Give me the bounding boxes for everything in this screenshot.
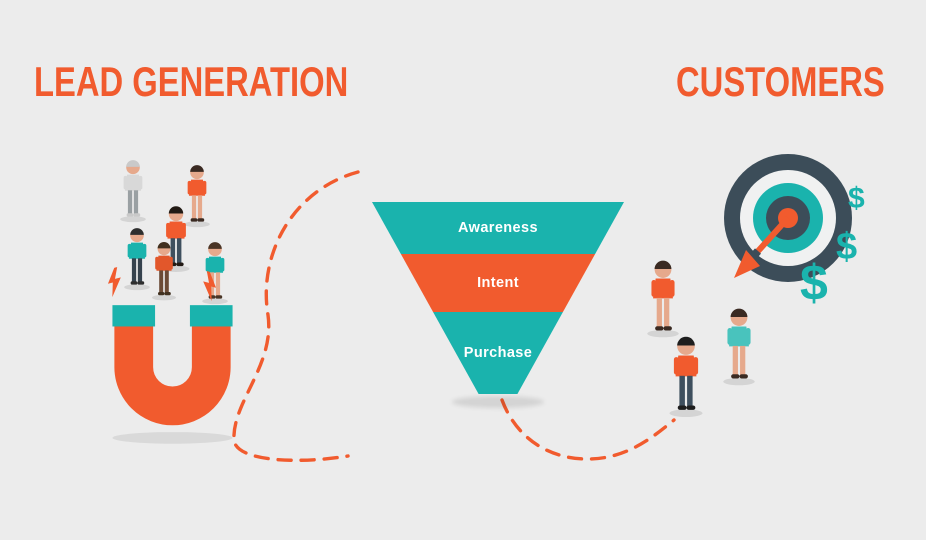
sales-funnel: Awareness Intent Purchase [372, 202, 624, 394]
person-figure [669, 336, 703, 418]
lead-generation-title: LEAD GENERATION [34, 58, 349, 105]
funnel-stage-label: Intent [477, 275, 519, 291]
dollar-sign: $ [836, 226, 858, 268]
dollar-sign: $ [800, 255, 828, 311]
funnel-stage-label: Awareness [458, 220, 538, 236]
dart-arrow-icon [734, 215, 791, 278]
funnel-shadow [452, 396, 544, 408]
funnel-stage-awareness: Awareness [372, 202, 624, 254]
dashed-flow-path-right [500, 398, 676, 461]
funnel-stage-label: Purchase [463, 345, 533, 361]
person-figure [723, 308, 755, 386]
funnel-stage-intent: Intent [372, 254, 624, 312]
lightning-bolt-icon [203, 270, 217, 302]
person-figure [120, 160, 146, 223]
lightning-bolt-icon [107, 266, 121, 298]
person-figure [647, 260, 679, 338]
funnel-stage-purchase: Purchase [372, 312, 624, 394]
magnet-icon [112, 305, 233, 444]
person-figure [152, 242, 176, 301]
bullseye-target-icon [724, 154, 852, 282]
dollar-sign: $ [848, 182, 865, 215]
customers-title: CUSTOMERS [676, 58, 885, 105]
dashed-flow-path-left [232, 170, 360, 462]
